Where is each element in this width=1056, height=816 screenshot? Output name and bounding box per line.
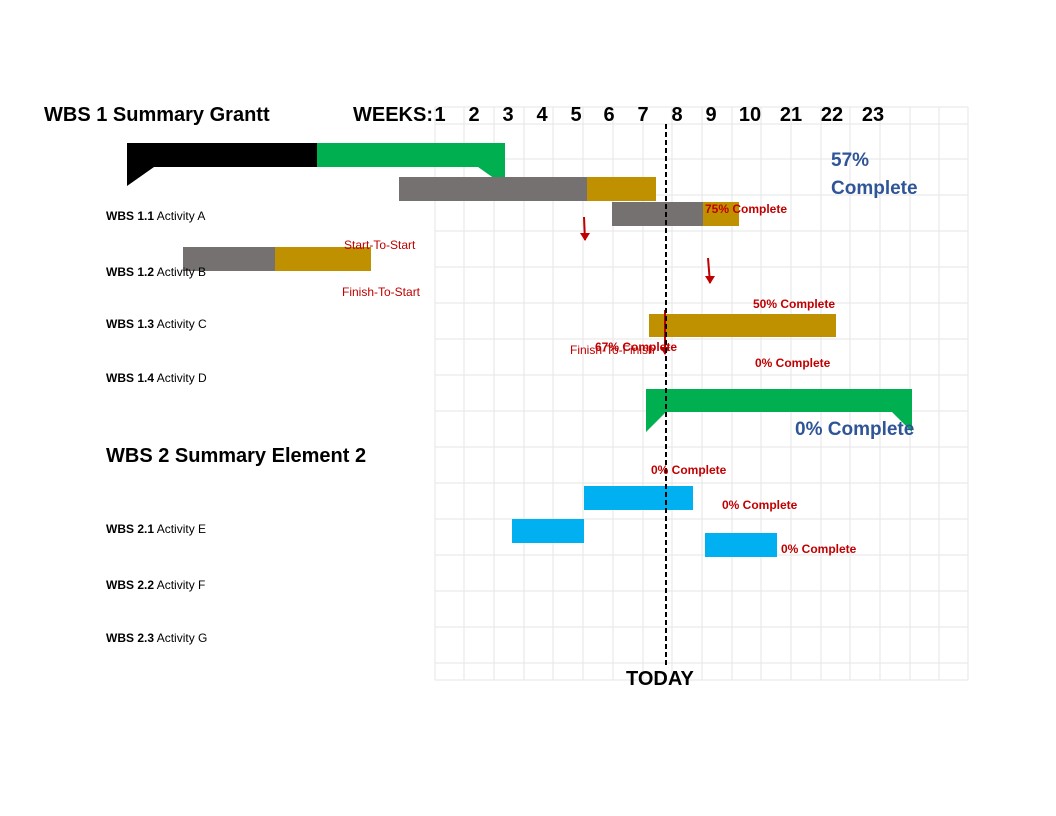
activity-name: Activity C <box>156 317 207 331</box>
activity-label-e: WBS 2.1 Activity E <box>106 522 206 536</box>
task-bar-planned <box>512 519 584 543</box>
task-bar-complete <box>612 202 703 226</box>
task-bar-remaining <box>649 314 836 337</box>
task-bar-planned <box>584 486 693 510</box>
wbs2-summary-end-bracket <box>892 412 912 432</box>
activity-id: WBS 1.1 <box>106 209 155 223</box>
task-bar-complete <box>399 177 587 201</box>
weeks-axis-label: WEEKS: <box>353 104 433 126</box>
wbs2-percent-label: 0% Complete <box>795 419 915 440</box>
activity-label-a: WBS 1.1 Activity A <box>106 209 205 223</box>
activity-label-b: WBS 1.2 Activity B <box>106 265 206 279</box>
activity-d-percent-label: 0% Complete <box>755 356 831 370</box>
dependency-label-finish-to-finish: Finish-To-Finish <box>570 343 655 357</box>
week-tick-label: 8 <box>671 104 683 126</box>
dependency-label-finish-to-start: Finish-To-Start <box>342 285 421 299</box>
activity-c-percent-label: 50% Complete <box>753 297 836 311</box>
wbs2-summary-bar <box>646 389 912 412</box>
week-tick-label: 3 <box>502 104 514 126</box>
activity-label-c: WBS 1.3 Activity C <box>106 317 207 331</box>
week-tick-label: 6 <box>603 104 615 126</box>
activity-b-percent-label: 67% Complete <box>595 340 678 354</box>
activity-name: Activity G <box>156 631 208 645</box>
activity-id: WBS 2.1 <box>106 522 155 536</box>
activity-id: WBS 2.3 <box>106 631 155 645</box>
task-bar-remaining <box>703 202 739 226</box>
wbs1-title: WBS 1 Summary Grantt <box>44 104 270 126</box>
week-tick-label: 9 <box>705 104 717 126</box>
week-tick-label: 21 <box>779 104 803 126</box>
task-bar-remaining <box>587 177 656 201</box>
week-tick-label: 7 <box>637 104 649 126</box>
activity-name: Activity E <box>156 522 207 536</box>
dependency-label-start-to-start: Start-To-Start <box>344 238 416 252</box>
dependency-arrowhead <box>705 276 715 284</box>
week-tick-label: 22 <box>820 104 844 126</box>
week-tick-label: 10 <box>738 104 762 126</box>
week-tick-label: 23 <box>861 104 885 126</box>
activity-id: WBS 1.4 <box>106 371 155 385</box>
activity-label-d: WBS 1.4 Activity D <box>106 371 207 385</box>
task-bar-complete <box>183 247 275 271</box>
wbs1-percent-label: Complete <box>831 178 918 199</box>
week-tick-label: 5 <box>570 104 582 126</box>
dependency-arrowhead <box>580 233 590 241</box>
wbs2-title: WBS 2 Summary Element 2 <box>106 445 367 467</box>
task-bar-planned <box>705 533 777 557</box>
activity-label-f: WBS 2.2 Activity F <box>106 578 205 592</box>
activity-name: Activity D <box>156 371 207 385</box>
activity-id: WBS 1.2 <box>106 265 155 279</box>
activity-a-percent-label: 75% Complete <box>705 202 788 216</box>
activity-e-percent-label: 0% Complete <box>651 463 727 477</box>
wbs2-summary-start-bracket <box>646 412 666 432</box>
week-tick-label: 1 <box>434 104 446 126</box>
wbs1-summary-start-bracket <box>127 167 154 186</box>
week-tick-label: 4 <box>536 104 548 126</box>
activity-name: Activity B <box>156 265 207 279</box>
wbs1-summary-complete-bar <box>127 143 317 167</box>
week-tick-label: 2 <box>468 104 480 126</box>
activity-label-g: WBS 2.3 Activity G <box>106 631 207 645</box>
activity-id: WBS 1.3 <box>106 317 155 331</box>
activity-name: Activity A <box>156 209 206 223</box>
activity-f-percent-label: 0% Complete <box>722 498 798 512</box>
activity-id: WBS 2.2 <box>106 578 155 592</box>
activity-name: Activity F <box>156 578 206 592</box>
task-bar-remaining <box>275 247 371 271</box>
wbs1-percent-value: 57% <box>831 150 870 171</box>
activity-g-percent-label: 0% Complete <box>781 542 857 556</box>
today-label: TODAY <box>626 668 694 690</box>
wbs1-summary-remaining-bar <box>317 143 505 167</box>
